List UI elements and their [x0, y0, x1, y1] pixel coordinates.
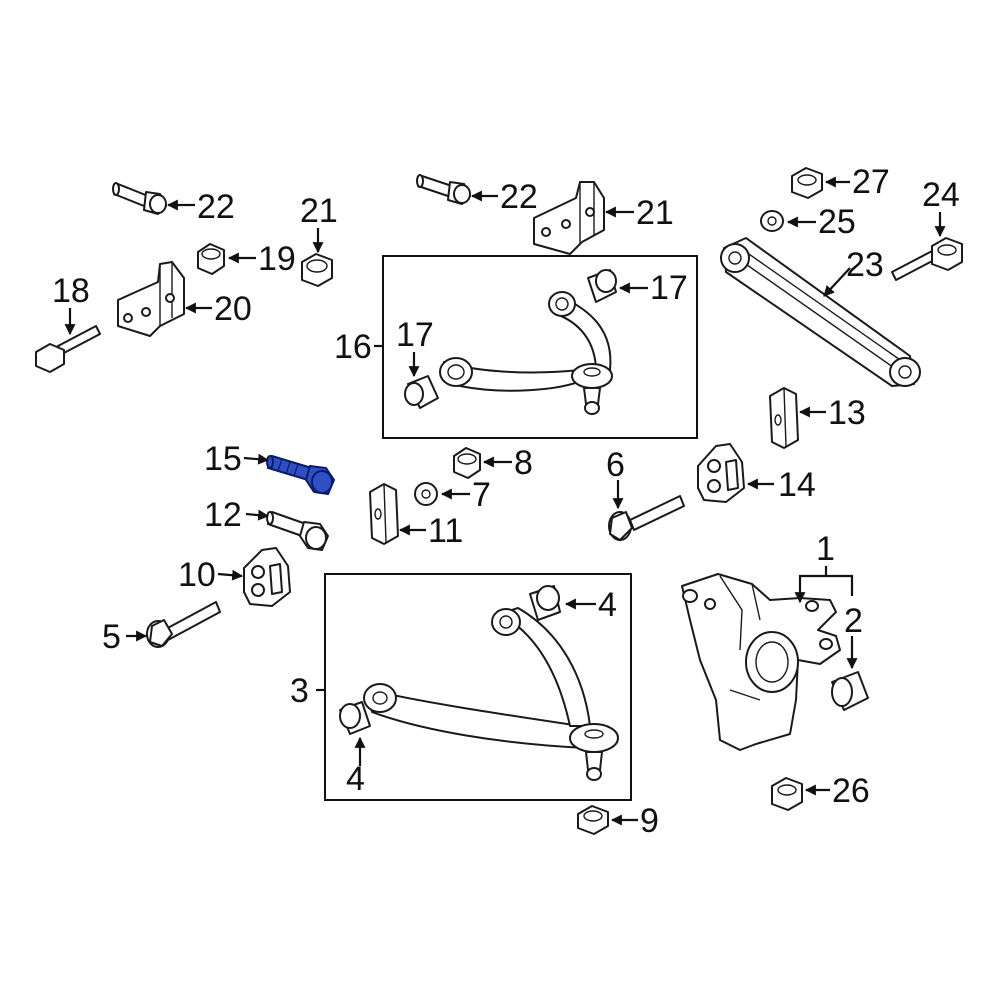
callout-8: 8 [514, 444, 533, 482]
callout-14: 14 [778, 466, 816, 504]
callout-19: 19 [258, 240, 296, 278]
callout-16: 16 [334, 328, 372, 366]
part-10-bracket[interactable] [243, 547, 291, 607]
part-11-pad[interactable] [369, 483, 399, 545]
callout-9: 9 [640, 802, 659, 840]
callout-6: 6 [606, 446, 625, 484]
part-21-nut-left[interactable] [301, 253, 333, 287]
part-5-bolt[interactable] [146, 601, 221, 648]
callout-17-lower: 17 [396, 316, 434, 354]
part-2-bushing[interactable] [831, 671, 869, 711]
callout-21-left: 21 [300, 192, 338, 230]
part-13-pad[interactable] [769, 387, 799, 449]
part-25-washer[interactable] [760, 210, 784, 232]
part-17-bushing-lower[interactable] [404, 375, 439, 409]
callout-24: 24 [922, 176, 960, 214]
callout-4-lower: 4 [346, 760, 365, 798]
callout-17-upper: 17 [650, 269, 688, 307]
part-20-bracket[interactable] [117, 261, 185, 337]
part-12-bolt[interactable] [266, 511, 329, 551]
callout-10: 10 [178, 556, 216, 594]
callout-27: 27 [852, 163, 890, 201]
part-24-bolt[interactable] [891, 237, 963, 281]
callout-3: 3 [290, 672, 309, 710]
part-22-bolt-left[interactable] [112, 182, 167, 215]
callout-26: 26 [832, 772, 870, 810]
callout-1: 1 [816, 530, 835, 568]
part-19-nut[interactable] [197, 243, 225, 275]
part-15-bolt-highlighted[interactable] [266, 454, 336, 496]
part-9-nut[interactable] [577, 805, 609, 835]
callout-15: 15 [204, 440, 242, 478]
callout-2: 2 [844, 602, 863, 640]
callout-12: 12 [204, 496, 242, 534]
callout-21-right: 21 [636, 194, 674, 232]
part-27-nut[interactable] [791, 167, 823, 199]
callout-11: 11 [428, 512, 463, 550]
assembly-3-box [324, 573, 632, 801]
callout-22-middle: 22 [500, 178, 538, 216]
part-8-nut[interactable] [453, 447, 481, 479]
callout-5: 5 [102, 618, 121, 656]
part-14-bracket[interactable] [697, 443, 745, 503]
part-26-nut[interactable] [771, 777, 803, 811]
part-21-bracket[interactable] [533, 181, 605, 255]
part-16-upper-control-arm[interactable] [439, 291, 613, 415]
part-1-knuckle[interactable] [681, 573, 841, 751]
callout-23: 23 [846, 246, 884, 284]
part-22-bolt-middle[interactable] [416, 174, 471, 205]
part-23-link[interactable] [720, 237, 921, 387]
part-6-bolt[interactable] [608, 495, 685, 541]
part-18-bolt[interactable] [35, 325, 101, 373]
callout-20: 20 [214, 290, 252, 328]
part-7-washer[interactable] [414, 482, 438, 506]
callout-7: 7 [472, 476, 491, 514]
callout-25: 25 [818, 203, 856, 241]
callout-18: 18 [52, 272, 90, 310]
part-4-bushing-lower[interactable] [339, 701, 371, 735]
callout-4-upper: 4 [598, 586, 617, 624]
part-4-bushing-upper[interactable] [529, 585, 561, 621]
callout-13: 13 [828, 394, 866, 432]
part-17-bushing-upper[interactable] [587, 269, 617, 303]
callout-22-left: 22 [197, 188, 235, 226]
part-3-lower-control-arm[interactable] [363, 607, 619, 781]
